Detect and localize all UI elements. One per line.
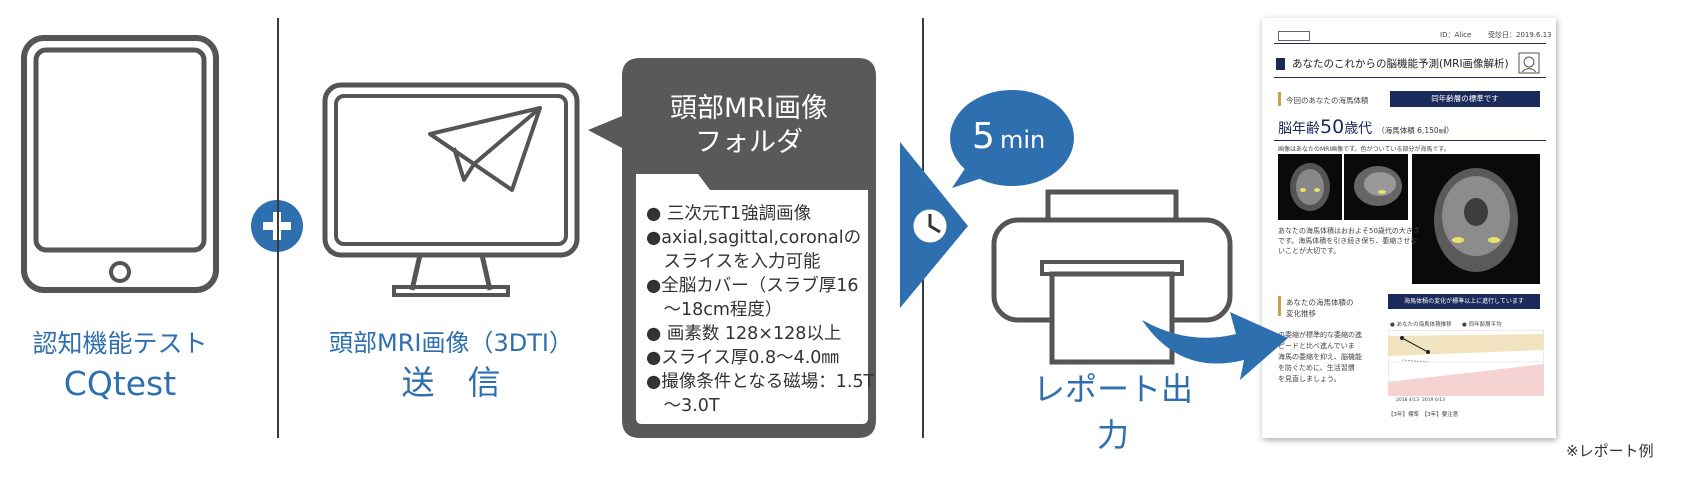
paper-plane-icon (428, 106, 542, 192)
report-desc7: を防ぐために、生活習慣 (1278, 364, 1355, 372)
divider-1 (277, 18, 279, 438)
printer-icon (991, 189, 1233, 365)
report-legend2: ● 同年齢層平均 (1462, 322, 1502, 328)
report-image-caption: 画像はあなたのMRI画像です。色がついている部分が海馬です。 (1278, 146, 1450, 153)
report-x-tick: 2018 4/13 (1396, 398, 1419, 403)
mri-axial-image (1278, 154, 1342, 220)
brain-age-prefix: 脳年齢 (1278, 121, 1320, 137)
report-desc5: ピードと比べ進んでいま (1278, 342, 1355, 350)
folder-requirements-list: ● 三次元T1強調画像 ●axial,sagittal,coronalの スライ… (646, 202, 875, 418)
list-item: ～18cm程度） (646, 300, 783, 320)
report-desc6: 海馬の委縮を抑え、脳機能 (1278, 353, 1362, 361)
report-logo (1278, 31, 1310, 41)
time-bubble (950, 90, 1074, 188)
step2-caption: 頭部MRI画像（3DTI） 送 信 (320, 329, 582, 402)
step1-label-line2: CQtest (63, 363, 177, 403)
list-item: ●撮像条件となる磁場：1.5T (646, 372, 875, 392)
folder-title: 頭部MRI画像 フォルダ (622, 92, 876, 160)
step2-label-line2: 送 信 (401, 362, 501, 402)
report-title: あなたのこれからの脳機能予測(MRI画像解析) (1292, 58, 1509, 70)
list-item: ●axial,sagittal,coronalの (646, 228, 862, 248)
report-section2-tag: 海馬体積の変化が標準以上に進行しています (1388, 294, 1540, 309)
report-footer-legend: 【3年】標準 【3年】要注意 (1388, 412, 1459, 418)
doctor-icon (1518, 52, 1540, 74)
report-desc2: です。海馬体積を引き続き保ち、萎縮させな (1278, 237, 1418, 245)
report-id: ID：Alice (1440, 31, 1472, 39)
report-section1-tag: 同年齢層の標準です (1390, 91, 1540, 107)
arrow-clock-icon (900, 142, 968, 308)
step1-label-line1: 認知機能テスト (32, 329, 208, 358)
report-desc4: の委縮が標準的な委縮の進 (1278, 331, 1362, 339)
report-preview: ID：Alice 受診日：2019.6.13 あなたのこれからの脳機能予測(MR… (1262, 18, 1556, 438)
brain-age-suffix: 歳代 (1344, 121, 1373, 137)
folder-title-line1: 頭部MRI画像 (669, 93, 829, 124)
report-date: 受診日：2019.6.13 (1488, 31, 1552, 39)
report-title-marker (1276, 58, 1285, 70)
report-brain-age: 脳年齢50歳代 （海馬体積 6,150㎣） (1278, 116, 1454, 138)
step3-label: レポート出力 (1032, 370, 1193, 454)
folder-title-line2: フォルダ (695, 127, 803, 158)
curved-arrow-icon (1142, 312, 1288, 380)
step2-label-line1: 頭部MRI画像（3DTI） (329, 329, 573, 357)
list-item: スライスを入力可能 (646, 252, 821, 272)
footnote: ※レポート例 (1566, 442, 1654, 460)
list-item: ● 画素数 128×128以上 (646, 324, 842, 344)
time-unit: min (1000, 126, 1046, 154)
report-section2-line2: 変化推移 (1286, 309, 1316, 318)
report-legend1: ● あなたの海馬体積推移 (1390, 322, 1452, 328)
time-value: 5 (972, 116, 995, 157)
mri-sagittal-image (1344, 154, 1408, 220)
report-x-tick: 2019 6/13 (1422, 398, 1445, 403)
report-desc1: あなたの海馬体積はおおよそ50歳代の大きさ (1278, 227, 1420, 235)
report-section2-line1: あなたの海馬体積の (1286, 298, 1354, 307)
folder-bubble (588, 58, 876, 438)
list-item: ● 三次元T1強調画像 (646, 204, 812, 224)
report-mini-chart (1388, 330, 1544, 396)
brain-age-value: 50 (1320, 116, 1345, 138)
report-section1: 今回のあなたの海馬体積 (1286, 96, 1369, 105)
list-item: ●スライス厚0.8～4.0㎜ (646, 348, 839, 368)
monitor-icon (322, 82, 580, 297)
list-item: ●全脳カバー（スラブ厚16 (646, 276, 859, 296)
step1-caption: 認知機能テスト CQtest (20, 329, 220, 403)
report-desc8: を見直しましょう。 (1278, 375, 1341, 383)
mri-coronal-image (1412, 154, 1540, 284)
tablet-icon (21, 35, 219, 293)
brain-age-note: （海馬体積 6,150㎣） (1377, 126, 1454, 135)
list-item: ～3.0T (646, 396, 720, 416)
report-desc3: いことが大切です。 (1278, 247, 1341, 255)
time-label: 5 min (972, 116, 1072, 157)
